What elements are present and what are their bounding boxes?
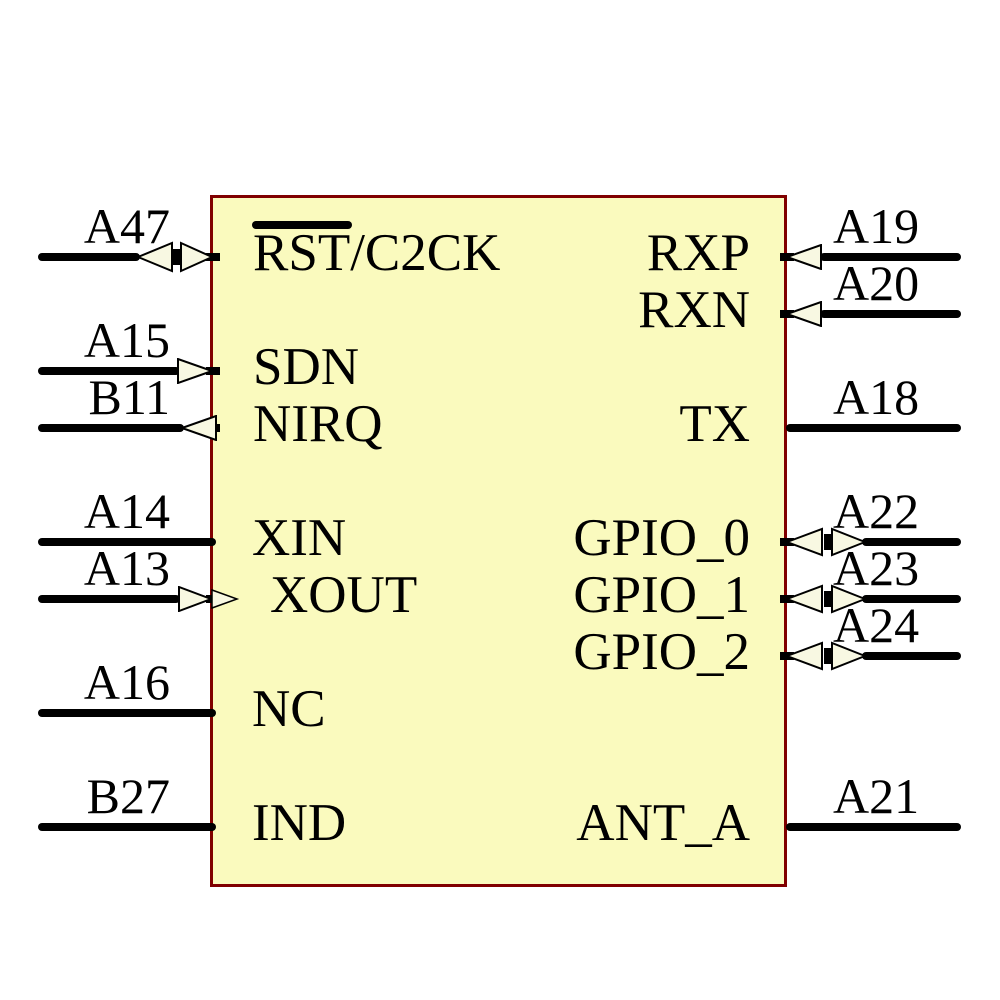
- pin-name-xin: XIN: [252, 509, 347, 567]
- pin-stub-a47: [206, 253, 220, 261]
- double-input-arrow-icon: [178, 586, 240, 612]
- pin-wire-a24: [862, 652, 961, 660]
- pin-wire-b27: [38, 823, 216, 831]
- pin-name-sdn: SDN: [253, 338, 360, 396]
- pin-name-gpio-0: GPIO_0: [573, 509, 750, 567]
- pin-wire-a20: [820, 310, 961, 318]
- pin-number-a18: A18: [833, 369, 920, 425]
- pin-number-a16: A16: [83, 654, 170, 710]
- pin-name-rst-c2ck: RST/C2CK: [253, 224, 501, 282]
- pin-wire-a15: [38, 367, 180, 375]
- pin-wire-a13: [38, 595, 180, 603]
- pin-wire-a14: [38, 538, 216, 546]
- pin-number-a14: A14: [83, 483, 170, 539]
- pin-name-gpio-1: GPIO_1: [573, 566, 750, 624]
- pin-wire-a16: [38, 709, 216, 717]
- pin-number-a22: A22: [833, 483, 920, 539]
- input-arrow-icon: [177, 358, 213, 384]
- pin-wire-a18: [786, 424, 961, 432]
- bidirectional-arrow-icon: [786, 641, 866, 671]
- pin-number-a15: A15: [83, 312, 170, 368]
- pin-name-xout: XOUT: [270, 566, 418, 624]
- pin-wire-a21: [786, 823, 961, 831]
- pin-number-a21: A21: [833, 768, 920, 824]
- bidirectional-arrow-icon: [137, 241, 213, 273]
- pin-name-ind: IND: [252, 794, 347, 852]
- pin-stub-a15: [206, 367, 220, 375]
- pin-name-nirq: NIRQ: [253, 395, 383, 453]
- pin-name-gpio-2: GPIO_2: [573, 623, 750, 681]
- output-arrow-icon: [181, 415, 217, 441]
- pin-name-rxn: RXN: [638, 281, 750, 339]
- pin-wire-a19: [820, 253, 961, 261]
- pin-number-b27: B27: [86, 768, 170, 824]
- pin-number-a23: A23: [833, 540, 920, 596]
- pin-wire-b11: [38, 424, 184, 432]
- input-arrow-icon: [786, 244, 822, 270]
- pin-name-tx: TX: [679, 395, 750, 453]
- pin-number-a20: A20: [833, 255, 920, 311]
- bidirectional-arrow-icon: [786, 584, 866, 614]
- bidirectional-arrow-icon: [786, 527, 866, 557]
- pin-number-a13: A13: [83, 540, 170, 596]
- pin-number-a47: A47: [83, 198, 170, 254]
- active-low-overbar: [252, 221, 352, 229]
- component-body: [210, 195, 787, 887]
- pin-name-ant-a: ANT_A: [576, 794, 750, 852]
- pin-wire-a47: [38, 253, 140, 261]
- pin-number-b11: B11: [88, 369, 171, 425]
- pin-wire-a23: [862, 595, 961, 603]
- pin-number-a24: A24: [833, 597, 920, 653]
- pin-name-nc: NC: [252, 680, 326, 738]
- pin-name-rxp: RXP: [646, 224, 750, 282]
- input-arrow-icon: [786, 301, 822, 327]
- pin-wire-a22: [862, 538, 961, 546]
- pin-number-a19: A19: [833, 198, 920, 254]
